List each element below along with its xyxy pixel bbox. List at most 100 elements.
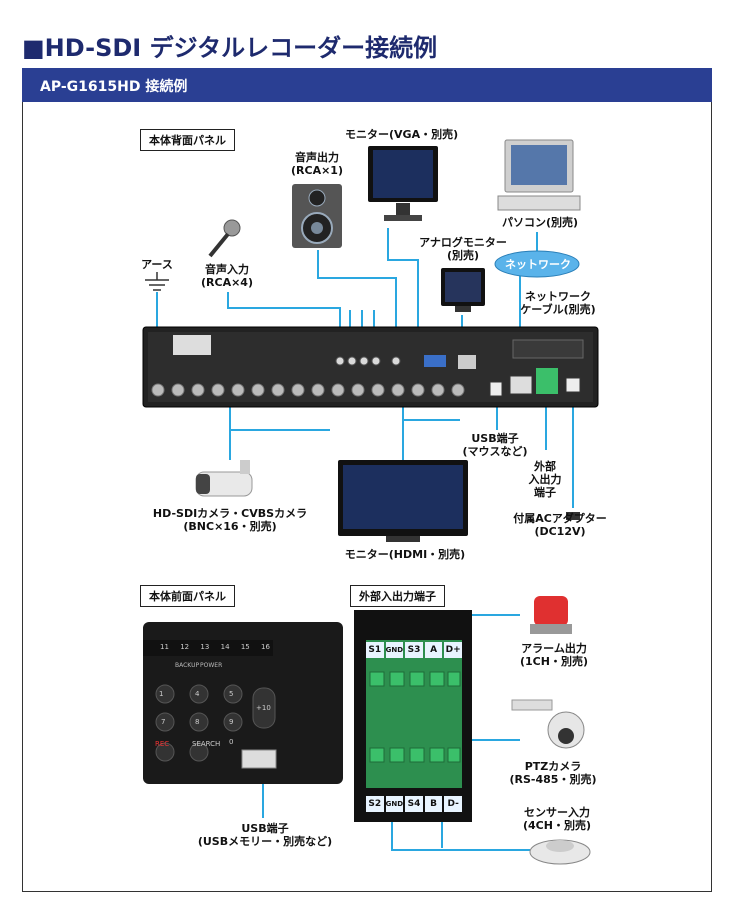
front-rec-text: REC: [155, 740, 170, 748]
label-analog-line2: (別売): [446, 249, 480, 262]
label-audio-out-line1: 音声出力: [295, 151, 339, 164]
terminal-bottom-4: D-: [444, 796, 462, 812]
monitor-hdmi-icon: [338, 460, 468, 542]
ptz-camera-icon: [511, 699, 585, 749]
label-usb-rear-line1: USB端子: [471, 432, 519, 445]
analog-monitor-icon: [441, 268, 485, 312]
front-backup-text: BACKUP: [175, 662, 200, 669]
label-adapter-line1: 付属ACアダプター: [513, 512, 607, 525]
dvr-rear-panel: [142, 326, 599, 408]
pc-icon: [497, 139, 581, 211]
label-camera-line1: HD-SDIカメラ・CVBSカメラ: [152, 507, 308, 520]
label-ext-io: 外部入出力端子: [520, 460, 570, 499]
key-plus10: +10: [256, 704, 271, 712]
terminal-top-4: D+: [444, 642, 462, 658]
label-usb-front-line1: USB端子: [241, 822, 289, 835]
earth-icon: [145, 272, 169, 291]
terminal-bottom-3: B: [424, 796, 443, 812]
rear-label-plate: [173, 335, 211, 355]
label-net-cable-line1: ネットワーク: [525, 290, 591, 303]
usb-rear-port: [489, 381, 503, 397]
label-net-cable: ネットワークケーブル(別売): [508, 290, 608, 316]
front-num-12: 12: [180, 643, 190, 651]
label-monitor-vga: モニター(VGA・別売): [345, 128, 459, 141]
camera-icon: [195, 460, 253, 497]
key-1: 1: [159, 690, 164, 698]
terminal-bottom-2: S4: [405, 796, 423, 812]
label-ptz: PTZカメラ(RS-485・別売): [508, 760, 598, 786]
network-cloud: [494, 250, 580, 278]
label-adapter: 付属ACアダプター(DC12V): [500, 512, 620, 538]
label-camera-line2: (BNC×16・別売): [183, 520, 277, 533]
terminal-top-labels: S1 GND S3 A D+: [366, 642, 462, 658]
label-ptz-line2: (RS-485・別売): [509, 773, 597, 786]
label-alarm: アラーム出力(1CH・別売): [512, 642, 596, 668]
label-usb-front-line2: (USBメモリー・別売など): [197, 835, 333, 848]
label-adapter-line2: (DC12V): [534, 525, 586, 538]
key-5: 5: [229, 690, 234, 698]
front-power-text: POWER: [200, 662, 223, 669]
label-analog-monitor: アナログモニター(別売): [408, 236, 518, 262]
adapter-icon: [566, 512, 580, 520]
line-vga: [387, 228, 419, 338]
terminal-bottom-0: S2: [366, 796, 384, 812]
vga-port: [424, 355, 446, 367]
panel-label-rear: 本体背面パネル: [140, 129, 235, 151]
label-sensor-line1: センサー入力: [524, 806, 590, 819]
front-num-16: 16: [261, 643, 270, 651]
analog-port: [458, 355, 476, 369]
section-bar: [22, 68, 712, 102]
front-num-13: 13: [200, 643, 210, 651]
label-alarm-line1: アラーム出力: [521, 642, 587, 655]
label-net-cable-line2: ケーブル(別売): [520, 303, 596, 316]
key-0: 0: [229, 738, 234, 746]
label-network: ネットワーク: [505, 258, 571, 271]
label-usb-rear: USB端子(マウスなど): [450, 432, 540, 458]
terminal-top-2: S3: [405, 642, 423, 658]
terminal-bottom-1: GND: [385, 796, 404, 812]
label-audio-in: 音声入力(RCA×4): [192, 263, 262, 289]
key-9: 9: [229, 718, 234, 726]
label-sensor: センサー入力(4CH・別売): [512, 806, 602, 832]
label-audio-out: 音声出力(RCA×1): [282, 151, 352, 177]
label-audio-in-line1: 音声入力: [205, 263, 249, 276]
page-heading: ■HD-SDI デジタルレコーダー接続例: [22, 34, 438, 62]
terminal-bottom-labels: S2 GND S4 B D-: [366, 796, 462, 812]
front-num-15: 15: [240, 643, 250, 651]
io-connector: [536, 368, 558, 394]
label-usb-front: USB端子(USBメモリー・別売など): [190, 822, 340, 848]
label-ext-io-line1: 外部: [534, 460, 556, 473]
panel-label-io: 外部入出力端子: [350, 585, 445, 607]
rca-row: [335, 356, 401, 366]
label-alarm-line2: (1CH・別売): [520, 655, 588, 668]
terminal-top-1: GND: [385, 642, 404, 658]
label-earth: アース: [141, 258, 173, 271]
key-7: 7: [161, 718, 166, 726]
panel-label-front: 本体前面パネル: [140, 585, 235, 607]
label-monitor-hdmi: モニター(HDMI・別売): [344, 548, 466, 561]
label-usb-rear-line2: (マウスなど): [462, 445, 528, 458]
lan-port: [509, 375, 533, 395]
speaker-icon: [292, 184, 342, 248]
label-ext-io-line2: 入出力: [528, 473, 562, 486]
label-sensor-line2: (4CH・別売): [523, 819, 591, 832]
terminal-top-0: S1: [366, 642, 384, 658]
front-search-text: SEARCH: [192, 740, 221, 748]
line-audio-out: [317, 250, 397, 350]
terminal-top-3: A: [424, 642, 443, 658]
front-num-11: 11: [160, 643, 169, 651]
alarm-light-icon: [530, 596, 572, 634]
sensor-icon: [529, 839, 591, 865]
microphone-icon: [208, 219, 241, 258]
label-audio-in-line2: (RCA×4): [201, 276, 253, 289]
front-channel-numbers: 11 12 13 14 15 16: [160, 643, 270, 651]
key-4: 4: [195, 690, 200, 698]
label-ext-io-line3: 端子: [534, 486, 556, 499]
label-camera: HD-SDIカメラ・CVBSカメラ(BNC×16・別売): [140, 507, 320, 533]
front-keypad: [155, 684, 276, 762]
label-ptz-line1: PTZカメラ: [524, 760, 582, 773]
monitor-vga-icon: [368, 146, 438, 221]
label-audio-out-line2: (RCA×1): [291, 164, 343, 177]
usb-front-port: [241, 749, 277, 769]
